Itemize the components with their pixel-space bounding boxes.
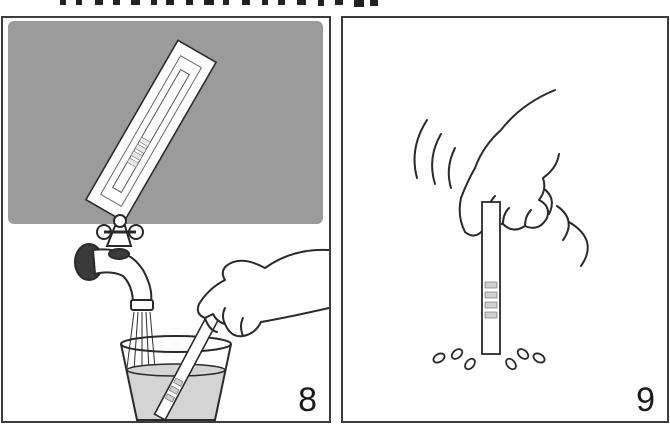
step-number: 8 xyxy=(298,383,317,417)
hand-icon xyxy=(198,250,329,336)
step-panel-8: 8 xyxy=(1,16,331,423)
shake-motion-icon xyxy=(415,120,455,188)
step-9-illustration xyxy=(343,18,667,421)
step-number: 9 xyxy=(636,383,655,417)
faucet-icon xyxy=(75,215,153,310)
cropped-heading xyxy=(0,0,670,14)
water-stream-icon xyxy=(127,312,155,370)
test-strip-icon xyxy=(482,202,500,354)
step-panel-9: 9 xyxy=(341,16,669,423)
hand-icon xyxy=(460,90,559,236)
step-8-illustration xyxy=(3,18,329,421)
shake-motion-icon-right xyxy=(543,188,588,266)
